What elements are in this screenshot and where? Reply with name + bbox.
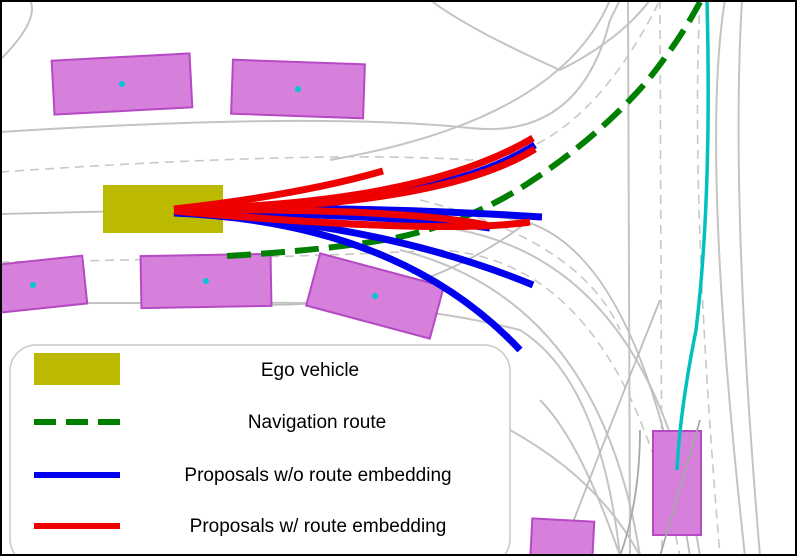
navigation-route [226, 0, 703, 259]
vehicle-5-dot [372, 293, 378, 299]
proposal-red-5 [173, 207, 531, 231]
lane-upper-boundary [0, 0, 621, 133]
vehicle-3-body [0, 254, 89, 316]
lane-dashed-upper [0, 0, 661, 173]
proposals-with-route [173, 134, 537, 231]
vehicle-3 [0, 254, 89, 316]
vehicle-4 [139, 252, 273, 310]
legend-with-route-label: Proposals w/ route embedding [190, 516, 447, 537]
lane-dashed-vertical-1 [659, 0, 663, 556]
vehicle-7 [528, 517, 596, 556]
vehicle-2 [230, 58, 366, 120]
cyan-agent-path [675, 0, 710, 471]
vehicle-2-dot [295, 86, 301, 92]
lane-vertical-3 [715, 0, 746, 556]
lane-overlay-1 [659, 419, 701, 556]
proposal-red-3 [173, 167, 384, 213]
lane-right-curve-1 [329, 0, 611, 161]
lane-overlay-2 [619, 429, 641, 556]
legend-box [9, 344, 511, 556]
vehicle-5 [304, 252, 446, 340]
vehicle-7-body [528, 517, 596, 556]
vehicle-4-dot [203, 278, 209, 284]
lane-left-arc [0, 0, 33, 61]
lane-roundabout-left [539, 399, 621, 556]
lane-vertical-1 [627, 0, 631, 556]
centerline-right-1 [559, 299, 661, 556]
vehicle-1-dot [119, 81, 125, 87]
legend-ego-swatch [34, 353, 120, 385]
lane-overlay-lines [619, 419, 701, 556]
legend: Ego vehicle Navigation route Proposals w… [9, 344, 511, 556]
legend-route-label: Navigation route [248, 412, 386, 433]
lane-vertical-2 [737, 0, 761, 556]
lane-upper-arc [429, 0, 651, 72]
lane-dashed-diagonal [419, 199, 621, 331]
vehicle-3-dot [30, 282, 36, 288]
vehicles [0, 52, 702, 556]
legend-no-route-label: Proposals w/o route embedding [184, 465, 451, 486]
vehicle-1 [50, 52, 194, 116]
proposal-red-4 [173, 206, 488, 229]
legend-ego-label: Ego vehicle [261, 360, 359, 381]
